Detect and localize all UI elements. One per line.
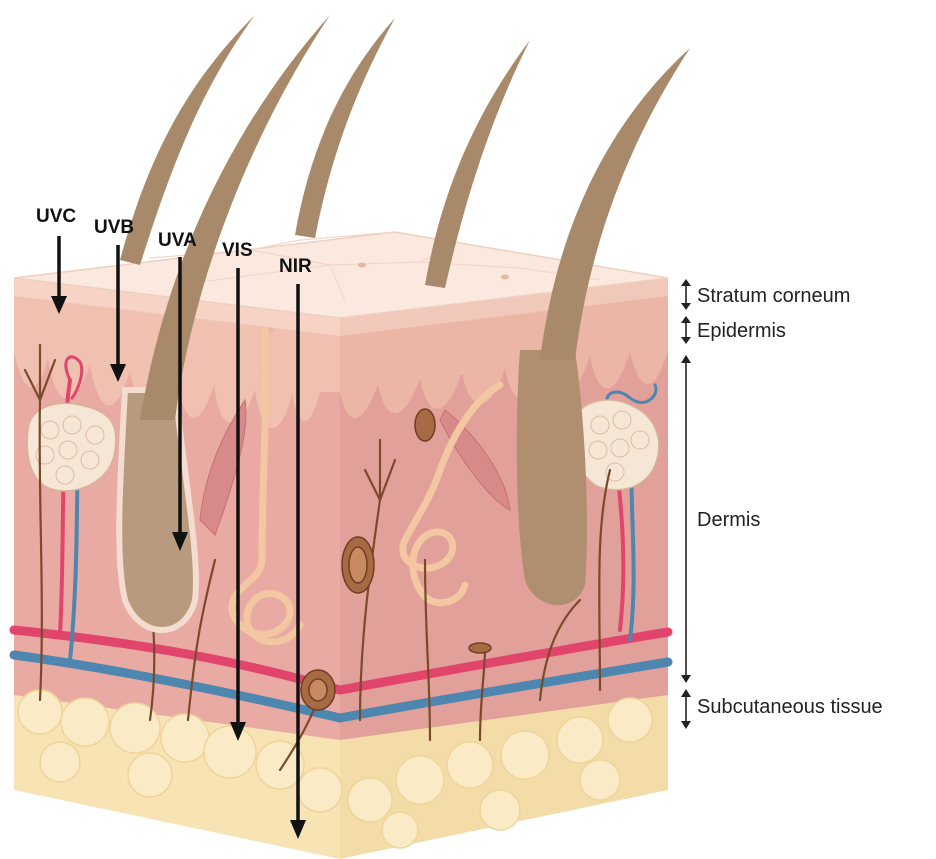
hair-shaft-1	[120, 15, 255, 265]
vis-label: VIS	[222, 240, 253, 261]
layer-labels: Stratum corneum Epidermis Dermis Subcuta…	[697, 285, 883, 718]
nir-label: NIR	[279, 256, 312, 277]
uva-label: UVA	[158, 230, 197, 251]
hair-shaft-3	[295, 18, 395, 238]
uvb-label: UVB	[94, 217, 134, 238]
epidermis-label: Epidermis	[697, 320, 786, 342]
uvc-label: UVC	[36, 206, 76, 227]
subcutaneous-tissue-label: Subcutaneous tissue	[697, 696, 883, 718]
layer-brackets	[681, 279, 691, 729]
dermis-label: Dermis	[697, 509, 760, 531]
stratum-corneum-label: Stratum corneum	[697, 285, 850, 307]
